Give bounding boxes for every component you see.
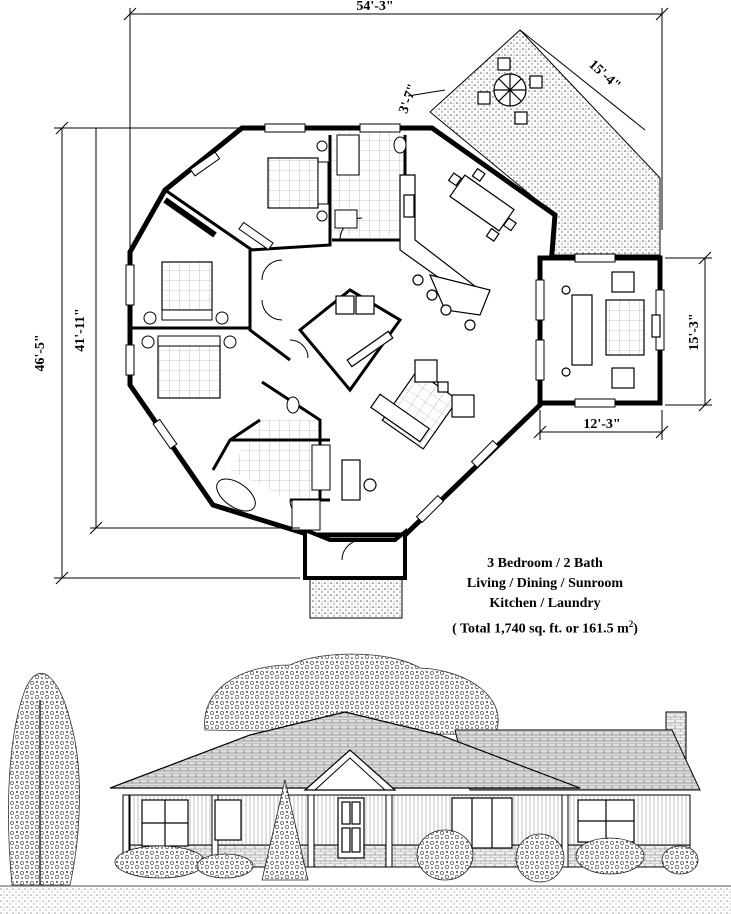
plan-summary: 3 Bedroom / 2 Bath Living / Dining / Sun… — [425, 554, 665, 640]
front-elevation — [0, 653, 731, 914]
summary-total-suffix: ) — [633, 621, 638, 637]
dim-overall-width: 54'-3" — [356, 0, 393, 14]
shrubs — [114, 779, 699, 883]
left-tree — [8, 673, 80, 886]
bed — [267, 157, 319, 209]
elevation-windows — [141, 797, 635, 849]
bath-fixtures — [216, 134, 407, 531]
summary-total: ( Total 1,740 sq. ft. or 161.5 m2) — [425, 614, 665, 640]
main-roof — [109, 711, 581, 789]
summary-rooms: 3 Bedroom / 2 Bath — [487, 556, 603, 571]
dim-patio-diagonal: 15'-4" — [585, 57, 623, 93]
kitchen — [399, 174, 491, 331]
dim-sunroom-width: 12'-3" — [583, 417, 620, 432]
bedroom-1 — [238, 140, 329, 251]
summary-kitchen: Kitchen / Laundry — [489, 596, 601, 611]
dim-overall-depth: 46'-5" — [33, 334, 48, 371]
dim-patio-wall: 3'-7" — [396, 82, 420, 116]
background-trees — [204, 653, 499, 736]
laundry — [335, 295, 375, 315]
windows — [125, 123, 665, 524]
dimension-lines — [54, 7, 712, 585]
dining-table — [447, 167, 517, 242]
ground-stipple — [0, 887, 731, 914]
summary-total-exp: 2 — [628, 619, 634, 629]
bed — [157, 339, 221, 399]
front-gable — [303, 749, 397, 791]
dim-sunroom-depth: 15'-3" — [687, 313, 702, 350]
front-porch — [309, 577, 403, 619]
bedroom-2 — [143, 197, 229, 325]
sunroom-furniture — [561, 271, 661, 389]
bed — [161, 261, 213, 311]
summary-living: Living / Dining / Sunroom — [466, 576, 624, 591]
living-room — [346, 330, 475, 450]
entry-vestibule — [303, 527, 407, 580]
desk — [341, 459, 377, 501]
floor-plan — [125, 29, 665, 619]
patio-table — [477, 57, 543, 125]
dim-octagon-depth: 41'-11" — [73, 308, 88, 352]
bedroom-3 — [141, 335, 237, 399]
front-door — [337, 797, 365, 859]
summary-total-prefix: ( Total 1,740 sq. ft. or 161.5 m — [452, 621, 629, 637]
